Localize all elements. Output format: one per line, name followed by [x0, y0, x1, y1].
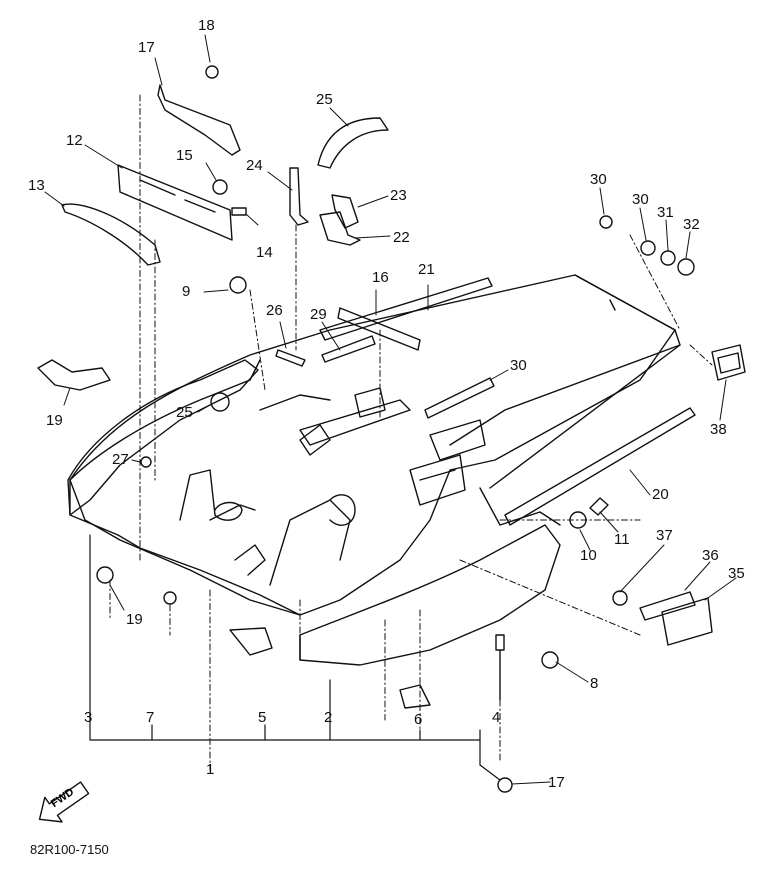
part-label: 21: [418, 261, 435, 278]
part-label: 31: [657, 204, 674, 221]
part-label: 5: [258, 709, 267, 726]
bracket-18: [157, 84, 241, 156]
part-label: 14: [256, 244, 273, 261]
part-label: 16: [372, 269, 389, 286]
part-25: [289, 167, 309, 226]
strip-16: [337, 307, 421, 351]
part-24: [331, 194, 359, 229]
strip-22: [319, 277, 493, 341]
bar-28: [275, 349, 306, 367]
part-label: 2: [324, 709, 333, 726]
pad-14: [231, 207, 247, 216]
reflector-35: [661, 597, 713, 646]
main-frame: [69, 274, 681, 616]
part-label: 25: [176, 404, 193, 421]
part-label: 26: [266, 302, 283, 319]
part-label: 32: [683, 216, 700, 233]
bar-13: [61, 203, 161, 266]
part-label: 22: [393, 229, 410, 246]
screw-11: [589, 497, 609, 516]
hardware: [96, 65, 695, 793]
lower-cover-2: [299, 524, 561, 666]
part-label: 17: [548, 774, 565, 791]
part-label: 18: [198, 17, 215, 34]
part-20: [37, 359, 111, 391]
bolt-4: [495, 634, 505, 701]
side-cover-3: [67, 359, 259, 516]
part-label: 25: [316, 91, 333, 108]
bracket-lines: [89, 534, 501, 781]
part-label: 37: [656, 527, 673, 544]
clip-6: [399, 684, 431, 709]
bracket-36: [639, 591, 696, 621]
part-label: 27: [112, 451, 129, 468]
fwd-arrow: [38, 781, 90, 823]
part-label: 1: [206, 761, 215, 778]
part-26: [317, 117, 389, 169]
clip-5: [229, 627, 273, 656]
part-label: 4: [492, 709, 501, 726]
part-label: 38: [710, 421, 727, 438]
part-label: 3: [84, 709, 93, 726]
leader-lines: [44, 34, 737, 785]
part-code: 82R100-7150: [30, 842, 109, 857]
reflector-38: [711, 344, 746, 381]
part-label: 12: [66, 132, 83, 149]
part-label: 19: [126, 611, 143, 628]
part-label: 17: [138, 39, 155, 56]
part-label: 19: [46, 412, 63, 429]
part-label: 30: [590, 171, 607, 188]
assembly-lines: [109, 94, 713, 771]
part-label: 30: [510, 357, 527, 374]
part-label: 13: [28, 177, 45, 194]
plate-12: [117, 164, 233, 241]
part-label: 10: [580, 547, 597, 564]
bar-30-b: [424, 377, 495, 419]
part-label: 6: [414, 711, 423, 728]
part-label: 36: [702, 547, 719, 564]
part-label: 20: [652, 486, 669, 503]
part-23: [319, 211, 361, 246]
part-label: 24: [246, 157, 263, 174]
part-label: 29: [310, 306, 327, 323]
bar-30-a: [321, 335, 376, 363]
part-label: 15: [176, 147, 193, 164]
part-label: 23: [390, 187, 407, 204]
strip-21: [504, 407, 696, 526]
part-label: 9: [182, 283, 191, 300]
part-label: 8: [590, 675, 599, 692]
part-label: 7: [146, 709, 155, 726]
part-label: 35: [728, 565, 745, 582]
part-label: 30: [632, 191, 649, 208]
part-label: 11: [614, 531, 630, 548]
